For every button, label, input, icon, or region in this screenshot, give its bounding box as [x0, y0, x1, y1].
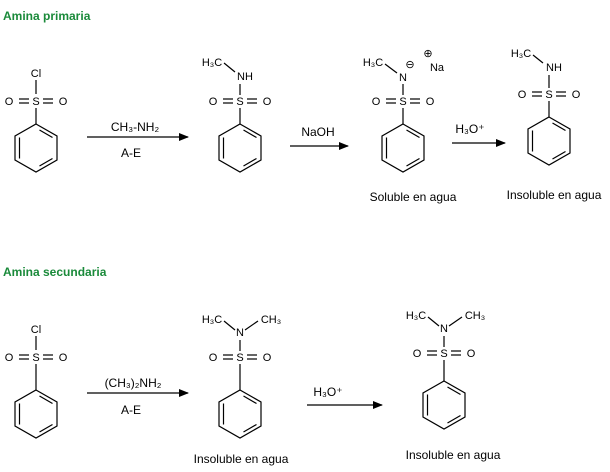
molecule-n-methyl-sulfonamide: H₃C NH O S O [202, 57, 272, 173]
svg-text:O: O [518, 89, 527, 101]
reaction-arrow-4: (CH₃)₂NH₂ A-E [87, 376, 189, 417]
svg-text:O: O [426, 96, 435, 108]
solubility-label-3: Insoluble en agua [194, 452, 289, 466]
svg-text:⊕: ⊕ [423, 48, 432, 60]
svg-text:O: O [209, 96, 218, 108]
svg-text:O: O [572, 89, 581, 101]
svg-text:NaOH: NaOH [301, 125, 334, 139]
svg-text:H₃C: H₃C [202, 57, 222, 69]
molecule-n-n-dimethyl-sulfonamide-recovered: H₃C N CH₃ O S O [406, 310, 485, 430]
svg-text:O: O [372, 96, 381, 108]
svg-text:S: S [399, 96, 406, 108]
solubility-label-2: Insoluble en agua [507, 188, 602, 202]
reaction-arrow-3: H₃O⁺ [452, 122, 506, 147]
molecule-n-methyl-sulfonamide-recovered: H₃C NH O S O [511, 48, 581, 166]
svg-text:S: S [32, 352, 39, 364]
svg-text:NH: NH [237, 71, 253, 83]
svg-text:Na: Na [430, 62, 445, 74]
svg-text:S: S [440, 348, 447, 360]
svg-text:O: O [263, 352, 272, 364]
svg-text:CH₃: CH₃ [465, 310, 485, 322]
svg-text:S: S [545, 89, 552, 101]
svg-text:N: N [236, 327, 244, 339]
svg-text:O: O [467, 348, 476, 360]
molecule-sodium-sulfonamidate: H₃C N ⊖ ⊕ Na O S O [363, 48, 445, 173]
svg-text:S: S [236, 352, 243, 364]
svg-text:O: O [209, 352, 218, 364]
svg-text:O: O [5, 352, 14, 364]
svg-text:S: S [32, 96, 39, 108]
svg-text:A-E: A-E [121, 146, 141, 160]
reaction-arrow-1: CH₃-NH₂ A-E [87, 120, 189, 160]
svg-text:N: N [440, 323, 448, 335]
svg-text:H₃O⁺: H₃O⁺ [455, 122, 484, 136]
svg-text:S: S [236, 96, 243, 108]
svg-text:CH₃: CH₃ [261, 314, 281, 326]
section-title-primary: Amina primaria [3, 9, 91, 23]
molecule-benzenesulfonyl-chloride: Cl O S O [5, 68, 68, 173]
svg-text:H₃O⁺: H₃O⁺ [313, 385, 342, 399]
reaction-arrow-5: H₃O⁺ [307, 385, 383, 409]
svg-text:A-E: A-E [121, 403, 141, 417]
svg-text:O: O [59, 96, 68, 108]
section-title-secondary: Amina secundaria [3, 265, 107, 279]
svg-text:⊖: ⊖ [405, 59, 414, 71]
molecule-n-n-dimethyl-sulfonamide: H₃C N CH₃ O S O [202, 314, 281, 439]
svg-text:H₃C: H₃C [363, 57, 383, 69]
svg-text:NH: NH [546, 62, 562, 74]
svg-text:H₃C: H₃C [511, 48, 531, 60]
svg-text:H₃C: H₃C [406, 310, 426, 322]
svg-text:O: O [5, 96, 14, 108]
svg-text:Cl: Cl [31, 68, 41, 80]
svg-text:O: O [59, 352, 68, 364]
svg-text:(CH₃)₂NH₂: (CH₃)₂NH₂ [105, 376, 162, 390]
svg-text:O: O [263, 96, 272, 108]
svg-text:Cl: Cl [31, 324, 41, 336]
svg-text:O: O [413, 348, 422, 360]
svg-text:CH₃-NH₂: CH₃-NH₂ [111, 120, 160, 134]
solubility-label-1: Soluble en agua [370, 190, 457, 204]
svg-text:N: N [399, 72, 407, 84]
solubility-label-4: Insoluble en agua [406, 448, 501, 462]
reaction-arrow-2: NaOH [290, 125, 349, 150]
svg-text:H₃C: H₃C [202, 314, 222, 326]
molecule-benzenesulfonyl-chloride-2: Cl O S O [5, 324, 68, 439]
